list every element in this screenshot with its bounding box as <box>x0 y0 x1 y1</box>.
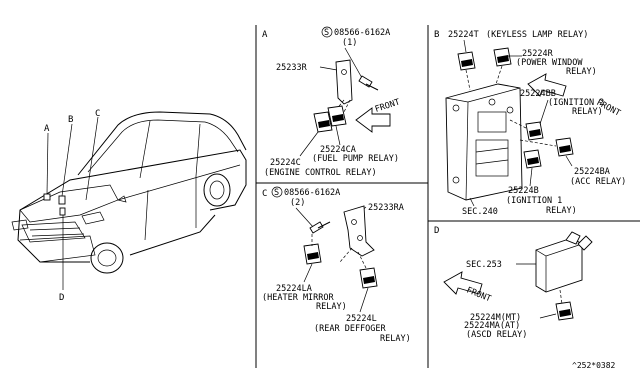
rear-defogger-relay-name-1: (REAR DEFFOGER <box>314 324 387 334</box>
section-a-letter: A <box>262 30 268 40</box>
keyless-lamp-relay-part: 25224T <box>448 30 479 40</box>
engine-control-relay-icon <box>313 111 333 133</box>
section-d: D SEC.253 FRONT 25224M(MT) 25224MA(AT) (… <box>434 226 593 340</box>
power-window-relay-icon <box>493 47 512 67</box>
fuel-pump-relay-icon <box>327 105 347 127</box>
bracket-a <box>335 59 353 105</box>
keyless-lamp-relay-name: (KEYLESS LAMP RELAY) <box>486 30 588 40</box>
car-callout-c: C <box>95 109 100 119</box>
section-b-letter: B <box>434 30 439 40</box>
section-b: B 25224T (KEYLESS LAMP RELAY) 25224R (PO… <box>434 30 626 217</box>
ignition-1-relay-name-1: (IGNITION 1 <box>506 196 562 206</box>
ascd-relay-part-mt: 25224M(MT) <box>470 313 521 323</box>
screw-icon <box>309 221 331 234</box>
ignition-1-relay-name-2: RELAY) <box>546 206 577 216</box>
ascd-control-unit <box>535 231 593 293</box>
ascd-relay-icon <box>555 301 574 321</box>
power-window-relay-name-1: (POWER WINDOW <box>516 58 583 68</box>
heater-mirror-relay-icon <box>303 243 322 265</box>
rear-defogger-relay-name-2: RELAY) <box>380 334 411 344</box>
screw-icon <box>358 75 379 91</box>
ignition-2-relay-name-1: (IGNITION 2 <box>548 98 604 108</box>
car-illustration: A B C D <box>11 109 247 303</box>
section-a: A S 08566-6162A (1) 25233R <box>262 26 401 178</box>
ascd-relay-part-at: 25224MA(AT) <box>464 321 520 331</box>
front-label-a: FRONT <box>374 97 401 114</box>
rear-defogger-relay-part: 25224L <box>346 314 377 324</box>
diagram-code: ^252*0382 <box>572 361 616 370</box>
section-ref-253: SEC.253 <box>466 260 502 270</box>
bracket-part-c: 25233RA <box>368 203 404 213</box>
section-d-letter: D <box>434 226 439 236</box>
ignition-1-relay-icon <box>523 149 542 169</box>
car-callout-d: D <box>59 293 64 303</box>
front-arrow-a <box>355 107 391 133</box>
front-arrow-b <box>527 73 567 97</box>
ascd-relay-name: (ASCD RELAY) <box>466 330 527 340</box>
screw-symbol-c: S <box>274 188 279 198</box>
bracket-part-a: 25233R <box>276 63 308 73</box>
ignition-1-relay-part: 25224B <box>508 186 539 196</box>
ignition-2-relay-icon <box>525 121 544 141</box>
heater-mirror-relay-name-1: (HEATER MIRROR <box>262 293 335 303</box>
front-arrow-d <box>443 271 483 295</box>
ignition-2-relay-part: 25224BB <box>520 89 556 99</box>
fuel-pump-relay-part: 25224CA <box>320 145 356 155</box>
keyless-lamp-relay-icon <box>457 51 476 71</box>
screw-qty-a: (1) <box>342 38 357 48</box>
engine-control-relay-name: (ENGINE CONTROL RELAY) <box>264 168 377 178</box>
power-window-relay-name-2: RELAY) <box>566 67 597 77</box>
acc-relay-part: 25224BA <box>574 167 610 177</box>
car-callout-a: A <box>44 124 50 134</box>
ignition-2-relay-name-2: RELAY) <box>572 107 603 117</box>
acc-relay-name: (ACC RELAY) <box>570 177 626 187</box>
section-c: C S 08566-6162A (2) 25233RA 25224LA <box>262 186 411 344</box>
screw-part-a: 08566-6162A <box>334 28 390 38</box>
screw-part-c: 08566-6162A <box>284 188 340 198</box>
panel-frames <box>255 25 640 368</box>
heater-mirror-relay-name-2: RELAY) <box>316 302 347 312</box>
relay-marker-a <box>43 193 51 201</box>
fuel-pump-relay-name: (FUEL PUMP RELAY) <box>312 154 399 164</box>
power-window-relay-part: 25224R <box>522 49 554 59</box>
car-callout-b: B <box>68 115 73 125</box>
section-c-letter: C <box>262 189 267 199</box>
screw-symbol-a: S <box>324 28 329 38</box>
acc-relay-icon <box>555 137 574 157</box>
rear-defogger-relay-icon <box>359 267 378 289</box>
screw-qty-c: (2) <box>290 198 305 208</box>
relay-marker-b <box>58 195 66 205</box>
section-ref-240: SEC.240 <box>462 207 498 217</box>
relay-marker-d <box>59 207 66 216</box>
bracket-c <box>343 205 375 257</box>
engine-control-relay-part: 25224C <box>270 158 301 168</box>
relay-junction-block <box>445 83 523 201</box>
heater-mirror-relay-part: 25224LA <box>276 284 312 294</box>
